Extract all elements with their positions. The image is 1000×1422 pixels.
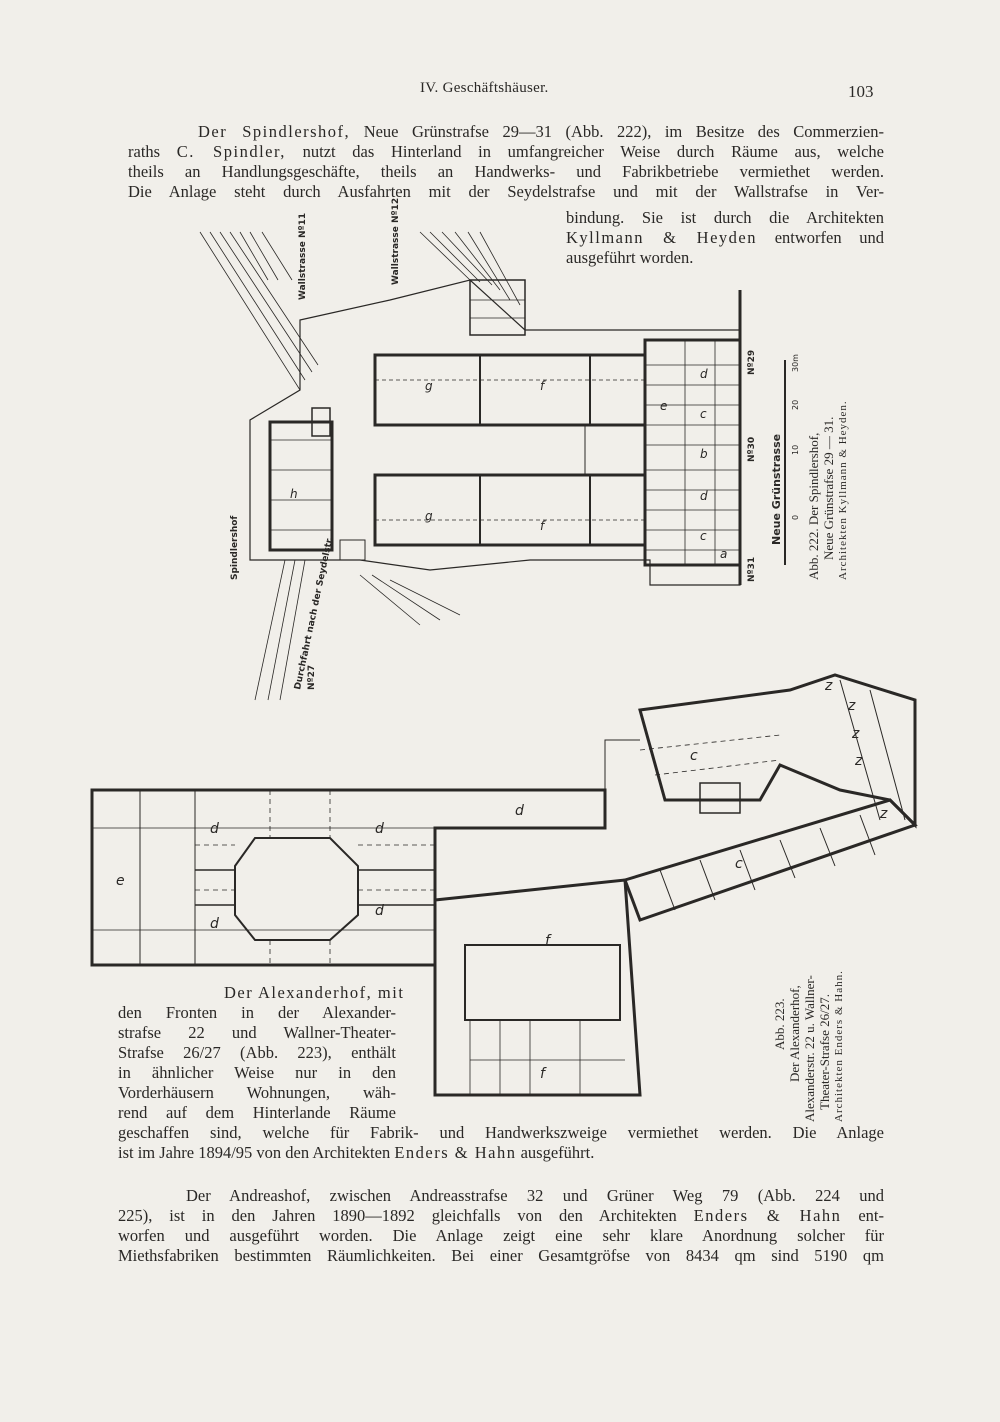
text-line: Vorderhäusern Wohnungen, wäh- [118, 1083, 396, 1102]
text-line: rend auf dem Hinterlande Räume [118, 1103, 396, 1122]
text-line: Der Andreashof, zwischen Andreasstrafse … [118, 1186, 884, 1206]
scale-bar: 0 10 20 30m [784, 354, 800, 565]
text-line: theils an Handlungsgeschäfte, theils an … [128, 162, 884, 181]
text-line: worfen und ausgeführt worden. Die Anlage… [118, 1226, 884, 1245]
room-label: z [847, 698, 856, 714]
street-label: Neue Grünstrasse [770, 434, 783, 545]
caption-line: Theater-Strafse 26/27. [817, 994, 832, 1110]
text-span: C. Spindler, [176, 142, 286, 161]
text-line: den Fronten in der Alexander- [118, 1003, 396, 1022]
running-header: IV. Geschäftshäuser. [420, 80, 549, 96]
room-label: d [375, 903, 384, 919]
room-label: c [700, 529, 707, 543]
street-label: Wallstrasse Nº11 [298, 213, 308, 300]
figure-223-caption: Abb. 223. Der Alexanderhof, Alexanderstr… [772, 970, 847, 1122]
scale-label: 20 [791, 400, 800, 410]
paragraph-alexanderhof-cont: geschaffen sind, welche für Fabrik- und … [118, 1123, 884, 1163]
text-span: ent- [858, 1206, 884, 1225]
text-line: Kyllmann & Heyden entworfen und [566, 228, 884, 248]
text-line: Die Anlage steht durch Ausfahrten mit de… [128, 182, 884, 201]
text-span: Der Alexanderhof, mit [224, 983, 405, 1002]
paragraph-spindlershof-cont: bindung. Sie ist durch die Architekten K… [566, 208, 884, 268]
paragraph-andreashof: Der Andreashof, zwischen Andreasstrafse … [118, 1186, 884, 1266]
text-line: strafse 22 und Wallner-Theater- [118, 1023, 396, 1042]
text-span: entworfen und [774, 228, 885, 247]
room-label: f [540, 519, 546, 533]
room-label: f [540, 1066, 547, 1082]
text-line: bindung. Sie ist durch die Architekten [566, 208, 884, 227]
room-label: f [545, 933, 552, 949]
text-span: Enders & Hahn [394, 1143, 517, 1162]
text-line: geschaffen sind, welche für Fabrik- und … [118, 1123, 884, 1142]
paragraph-alexanderhof: Der Alexanderhof, mit den Fronten in der… [118, 983, 403, 1123]
room-label: g [425, 509, 433, 523]
text-line: Der Alexanderhof, mit [118, 983, 403, 1003]
house-number: Nº30 [747, 437, 757, 462]
text-span: Neue Grünstrafse 29—31 (Abb. 222), im Be… [363, 122, 884, 141]
house-number: Nº31 [747, 557, 757, 582]
text-line: Strafse 26/27 (Abb. 223), enthält [118, 1043, 396, 1062]
text-span: Kyllmann & Heyden [566, 228, 757, 247]
text-span: ist im Jahre 1894/95 von den Architekten [118, 1143, 391, 1162]
room-label: h [290, 487, 298, 501]
street-label: Spindlershof [230, 516, 240, 580]
paragraph-spindlershof: Der Spindlershof, Neue Grünstrafse 29—31… [128, 122, 884, 202]
text-span: ausgeführt. [520, 1143, 595, 1162]
room-label: e [116, 873, 125, 889]
room-label: z [854, 753, 863, 769]
room-label: z [879, 806, 888, 822]
house-number: Nº29 [747, 350, 757, 375]
street-label: Wallstrasse Nº12 [391, 198, 401, 285]
page-number: 103 [848, 82, 874, 101]
text-span: 225), ist in den Jahren 1890—1892 gleich… [118, 1206, 677, 1225]
room-label: d [515, 803, 524, 819]
text-line: Miethsfabriken bestimmten Räumlichkeiten… [118, 1246, 884, 1265]
room-label: c [735, 856, 743, 872]
scale-label: 10 [791, 445, 800, 455]
room-label: e [660, 399, 667, 413]
text-line: raths C. Spindler, nutzt das Hinterland … [128, 142, 884, 162]
text-line: Der Spindlershof, Neue Grünstrafse 29—31… [128, 122, 884, 142]
scale-label: 30m [791, 354, 800, 372]
room-label: c [690, 748, 698, 764]
room-label: b [700, 447, 708, 461]
caption-line: Der Alexanderhof, [787, 985, 802, 1082]
caption-line: Alexanderstr. 22 u. Wallner- [802, 975, 817, 1122]
text-line: ausgeführt worden. [566, 248, 694, 267]
room-label: d [700, 489, 708, 503]
room-label: f [540, 379, 546, 393]
room-label: d [210, 916, 219, 932]
text-span: Der Andreashof, zwischen Andreasstrafse … [186, 1186, 884, 1205]
room-label: d [700, 367, 708, 381]
text-span: Enders & Hahn [693, 1206, 842, 1225]
room-label: d [375, 821, 384, 837]
text-line: ist im Jahre 1894/95 von den Architekten… [118, 1143, 884, 1163]
street-label: Nº27 [307, 665, 317, 690]
room-label: g [425, 379, 433, 393]
text-line: 225), ist in den Jahren 1890—1892 gleich… [118, 1206, 884, 1226]
caption-line: Architekten Enders & Hahn. [833, 970, 845, 1122]
caption-line: Abb. 223. [772, 998, 787, 1050]
room-label: c [700, 407, 707, 421]
text-line: in ähnlicher Weise nur in den [118, 1063, 396, 1082]
room-label: z [824, 678, 833, 694]
text-span: nutzt das Hinterland in umfangreicher We… [302, 142, 884, 161]
text-span: Der Spindlershof, [198, 122, 351, 141]
room-label: a [720, 547, 727, 561]
room-label: z [851, 726, 860, 742]
room-label: d [210, 821, 219, 837]
text-span: raths [128, 142, 161, 161]
street-hatching [199, 231, 521, 701]
scale-label: 0 [791, 515, 800, 520]
